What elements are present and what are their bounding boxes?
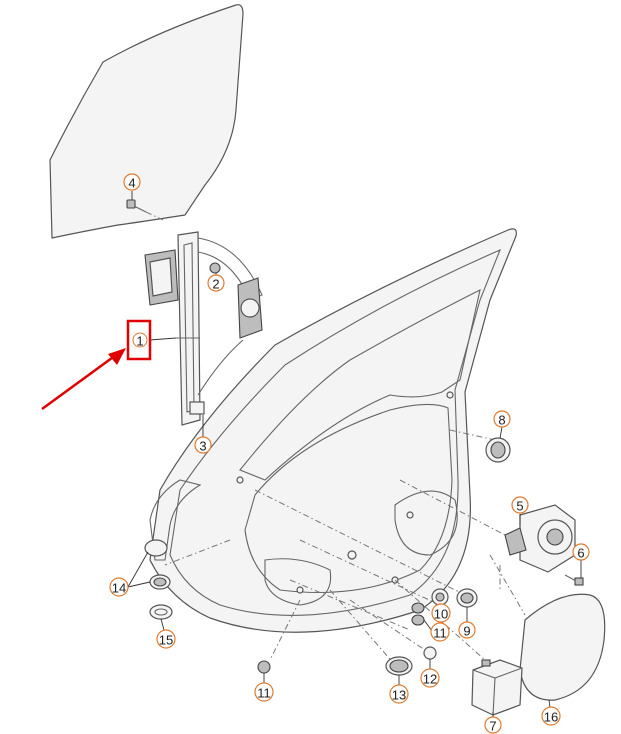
- callout-15: 15: [156, 629, 176, 649]
- clip-part-11-upper: [411, 602, 425, 626]
- svg-text:16: 16: [544, 710, 558, 725]
- svg-text:10: 10: [434, 607, 448, 622]
- assembly-lines: [164, 429, 526, 666]
- svg-text:15: 15: [159, 633, 173, 648]
- leader-lines: [127, 191, 582, 717]
- grommet-part-10: [431, 588, 449, 606]
- window-glass: [49, 4, 244, 239]
- door-seal: [149, 479, 202, 561]
- svg-text:6: 6: [577, 546, 584, 561]
- callout-9: 9: [458, 621, 476, 639]
- callout-3: 3: [194, 436, 212, 454]
- screw-part-6: [564, 574, 584, 586]
- callout-7: 7: [484, 716, 502, 734]
- window-motor: [504, 504, 576, 573]
- sealing-cover: [519, 593, 606, 701]
- callout-4: 4: [123, 173, 141, 191]
- door-panel: [149, 228, 517, 633]
- grommet-part-9: [456, 588, 478, 608]
- svg-text:13: 13: [392, 688, 406, 703]
- plug-part-13: [385, 656, 413, 676]
- svg-text:8: 8: [498, 413, 505, 428]
- window-regulator: [144, 231, 263, 426]
- svg-text:12: 12: [423, 672, 437, 687]
- callout-1: 1: [132, 332, 148, 349]
- plug-part-8: [485, 437, 511, 463]
- seal-ring-part-15: [149, 604, 173, 620]
- clip-part-11-lower: [257, 660, 271, 674]
- svg-text:9: 9: [463, 624, 470, 639]
- callout-5: 5: [511, 496, 529, 514]
- svg-text:1: 1: [136, 334, 143, 349]
- callout-11-upper: 11: [430, 622, 450, 642]
- callout-8: 8: [493, 410, 511, 428]
- callout-12: 12: [420, 668, 440, 688]
- control-unit: [471, 659, 523, 716]
- red-arrow: [41, 348, 126, 411]
- svg-text:4: 4: [128, 176, 135, 191]
- callout-10: 10: [431, 603, 451, 623]
- svg-text:14: 14: [112, 581, 126, 596]
- cap-part-12: [423, 646, 437, 660]
- svg-text:7: 7: [489, 719, 496, 734]
- bolt-part-4: [126, 199, 164, 221]
- svg-text:5: 5: [516, 499, 523, 514]
- callout-2: 2: [207, 274, 225, 292]
- svg-text:2: 2: [212, 277, 219, 292]
- callout-14: 14: [109, 577, 129, 597]
- callout-13: 13: [389, 684, 409, 704]
- highlight-box: [126, 319, 152, 361]
- callout-16: 16: [541, 706, 561, 726]
- svg-text:3: 3: [199, 439, 206, 454]
- plug-part-14: [144, 539, 171, 590]
- svg-text:11: 11: [257, 686, 271, 701]
- callout-11-lower: 11: [254, 682, 274, 702]
- callout-6: 6: [572, 543, 590, 561]
- svg-text:11: 11: [433, 626, 447, 641]
